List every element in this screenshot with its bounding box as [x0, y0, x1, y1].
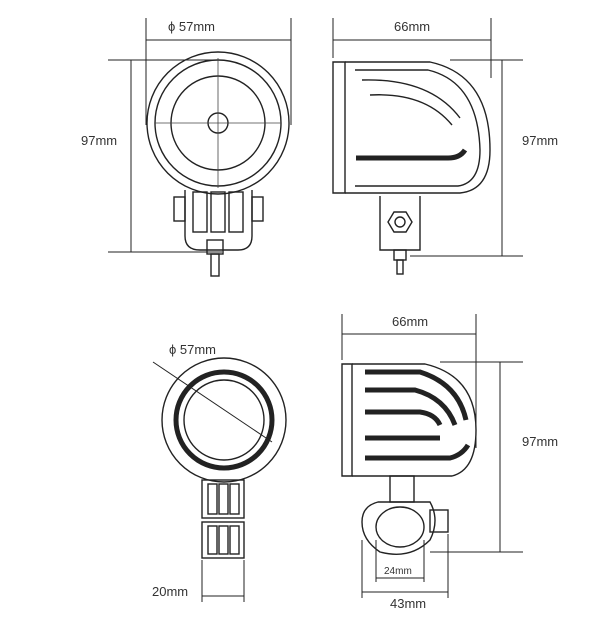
housing-front-bezel [341, 363, 353, 477]
lamp-housing [146, 51, 290, 195]
side-bottom-height-label: 97mm [522, 434, 558, 449]
clamp-neck [389, 475, 415, 503]
clamp-outer-label: 43mm [390, 596, 426, 611]
front-top-height-label: 97mm [81, 133, 117, 148]
fin-highlight [356, 148, 468, 161]
fin-1 [361, 79, 461, 119]
fin-1 [365, 369, 469, 421]
diameter-leader [152, 361, 273, 443]
clamp-rib-1 [207, 483, 218, 515]
fin-5 [365, 443, 471, 461]
clamp-inner-label: 24mm [384, 566, 412, 577]
fin-3 [365, 409, 443, 427]
bracket-plate [379, 196, 421, 251]
housing-shell [352, 363, 477, 477]
housing-inner [355, 69, 481, 187]
stud-nut [393, 249, 407, 261]
bracket-rib-2 [210, 191, 226, 233]
clamp-rib-4 [207, 525, 218, 555]
clamp-upper [201, 479, 245, 519]
bracket-ear-left [173, 196, 186, 222]
side-view-top: 66mm 97mm [332, 18, 558, 275]
bracket-ear-right [251, 196, 264, 222]
front-bottom-diameter-label: ϕ 57mm [169, 342, 216, 357]
clamp-rib-6 [229, 525, 240, 555]
side-top-height-label: 97mm [522, 133, 558, 148]
bracket-rib-1 [192, 191, 208, 233]
clamp-lower [201, 521, 245, 559]
side-top-width-label: 66mm [394, 19, 430, 34]
clamp-ring [361, 501, 436, 555]
fin-2 [369, 94, 453, 126]
front-top-width-label: ϕ 57mm [168, 19, 215, 34]
clamp-width-label: 20mm [152, 584, 188, 599]
bracket-outline [184, 190, 253, 251]
stud [396, 259, 404, 275]
lamp-housing [161, 357, 287, 483]
front-view-bottom: ϕ 57mm 20mm [152, 342, 287, 602]
housing-shell [345, 61, 491, 194]
clamp-rib-5 [218, 525, 229, 555]
lamp-ring [173, 369, 275, 471]
bolt-stud [210, 253, 220, 277]
bracket-rib-3 [228, 191, 244, 233]
clamp-bore [375, 506, 425, 548]
housing-front-bezel [332, 61, 346, 194]
nut-hole [394, 216, 406, 228]
hex-nut [387, 211, 413, 233]
side-view-bottom: 66mm 97mm 24mm 43mm [341, 314, 558, 611]
clamp-rib-2 [218, 483, 229, 515]
side-bottom-width-label: 66mm [392, 314, 428, 329]
fin-2 [365, 387, 458, 426]
clamp-rib-3 [229, 483, 240, 515]
clamp-bolt-head [429, 509, 449, 533]
front-view-top: ϕ 57mm 97mm [81, 18, 292, 277]
lamp-lens [183, 379, 265, 461]
